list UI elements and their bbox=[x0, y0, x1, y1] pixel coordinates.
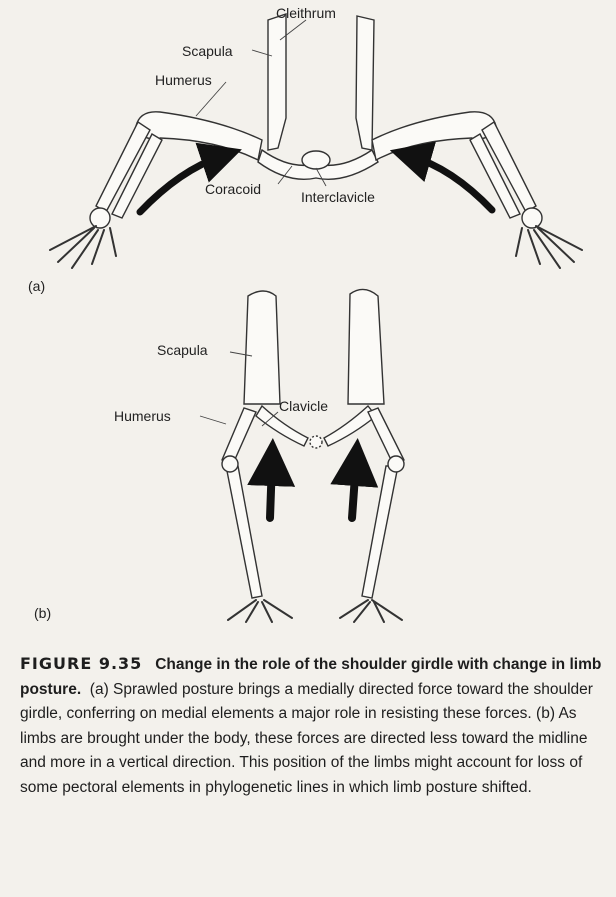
clavicle-joint bbox=[309, 435, 323, 449]
right-forearm bbox=[361, 465, 399, 599]
right-scapula bbox=[347, 288, 385, 405]
left-cleithrum bbox=[267, 13, 287, 151]
panel-b-leader-lines bbox=[199, 351, 279, 427]
label-humerus-a: Humerus bbox=[155, 72, 212, 88]
panel-a-hands bbox=[49, 225, 583, 269]
caption-title: Change in the role of the shoulder girdl… bbox=[20, 656, 602, 698]
panel-a-leader-lines bbox=[195, 19, 327, 187]
panel-b-force-arrows bbox=[247, 438, 379, 522]
panel-b-feet bbox=[227, 599, 403, 623]
right-ulna bbox=[469, 133, 521, 219]
label-interclavicle: Interclavicle bbox=[301, 189, 375, 205]
right-cleithrum bbox=[355, 15, 375, 151]
left-forearm bbox=[225, 465, 263, 599]
label-clavicle: Clavicle bbox=[279, 398, 329, 414]
figure-illustration bbox=[49, 13, 583, 623]
panel-b-drawing bbox=[221, 288, 405, 599]
panel-label-a: (a) bbox=[28, 278, 46, 294]
label-cleithrum: Cleithrum bbox=[276, 5, 336, 21]
figure-caption: FIGURE 9.35 Change in the role of the sh… bbox=[20, 652, 605, 800]
panel-a-force-arrows bbox=[136, 141, 496, 216]
label-scapula-b: Scapula bbox=[157, 342, 208, 358]
label-coracoid: Coracoid bbox=[205, 181, 262, 197]
right-clavicle bbox=[323, 404, 377, 447]
caption-figure-number: FIGURE 9.35 bbox=[20, 654, 143, 673]
shoulder-girdle-figure: Cleithrum Scapula Humerus Coracoid Inter… bbox=[28, 5, 583, 623]
interclavicle-bone bbox=[301, 150, 331, 170]
caption-body: (a) Sprawled posture brings a medially d… bbox=[20, 680, 593, 796]
left-scapula bbox=[243, 290, 281, 405]
label-humerus-b: Humerus bbox=[114, 408, 171, 424]
left-ulna bbox=[111, 133, 163, 219]
panel-label-b: (b) bbox=[34, 605, 52, 621]
label-scapula-a: Scapula bbox=[182, 43, 233, 59]
